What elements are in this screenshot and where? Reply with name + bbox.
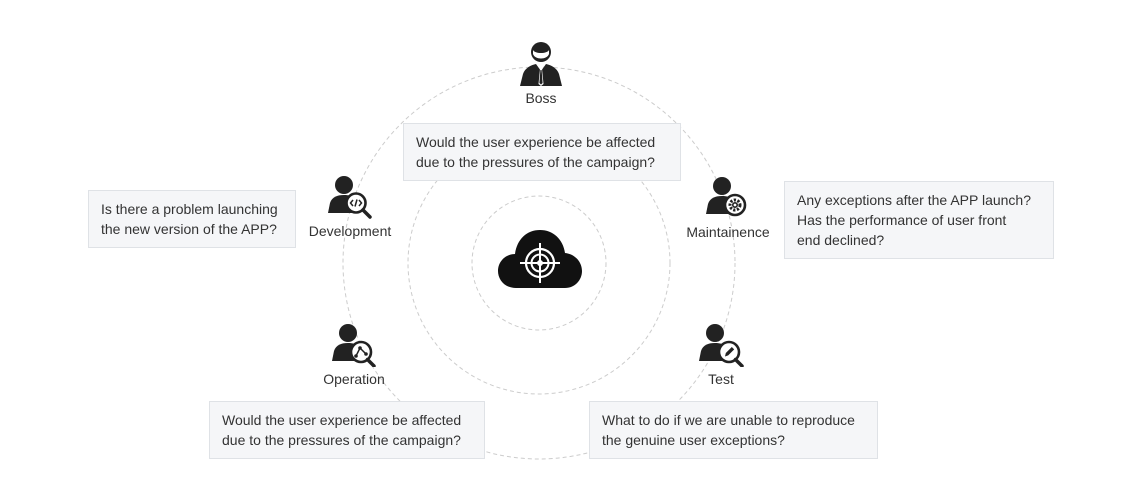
question-line: the new version of the APP? — [101, 221, 277, 237]
inner-ring — [471, 195, 607, 331]
role-label-test: Test — [708, 371, 734, 387]
question-bubble-development: Is there a problem launching the new ver… — [88, 190, 296, 248]
operator-graph-icon — [332, 324, 376, 367]
role-label-development: Development — [308, 223, 392, 239]
question-line: the genuine user exceptions? — [602, 432, 785, 448]
question-line: Would the user experience be affected — [416, 134, 656, 150]
role-label-boss: Boss — [525, 90, 557, 106]
center-cloud — [496, 226, 584, 295]
question-line: Would the user experience be affected — [222, 412, 462, 428]
question-bubble-test: What to do if we are unable to reproduce… — [589, 401, 878, 459]
cloud-target-icon — [498, 230, 582, 288]
boss-icon — [520, 42, 562, 86]
question-bubble-operation: Would the user experience be affected du… — [209, 401, 485, 459]
question-line: Has the performance of user front — [797, 212, 1007, 228]
maintainer-gear-icon — [706, 177, 747, 217]
role-test: Test — [661, 321, 781, 387]
role-label-maintainence: Maintainence — [686, 224, 770, 240]
question-bubble-boss: Would the user experience be affected du… — [403, 123, 681, 181]
role-label-operation: Operation — [323, 371, 385, 387]
question-line: What to do if we are unable to reproduce — [602, 412, 855, 428]
question-line: due to the pressures of the campaign? — [222, 432, 461, 448]
role-maintainence: Maintainence — [668, 174, 788, 240]
question-line: Is there a problem launching — [101, 201, 278, 217]
role-boss: Boss — [481, 40, 601, 106]
developer-code-icon — [328, 176, 372, 219]
question-line: end declined? — [797, 232, 885, 248]
question-bubble-maintainence: Any exceptions after the APP launch? Has… — [784, 181, 1054, 259]
question-line: Any exceptions after the APP launch? — [797, 192, 1032, 208]
role-development: Development — [290, 173, 410, 239]
outer-ring — [342, 66, 736, 460]
tester-pencil-icon — [699, 324, 744, 367]
role-operation: Operation — [294, 321, 414, 387]
question-line: due to the pressures of the campaign? — [416, 154, 655, 170]
